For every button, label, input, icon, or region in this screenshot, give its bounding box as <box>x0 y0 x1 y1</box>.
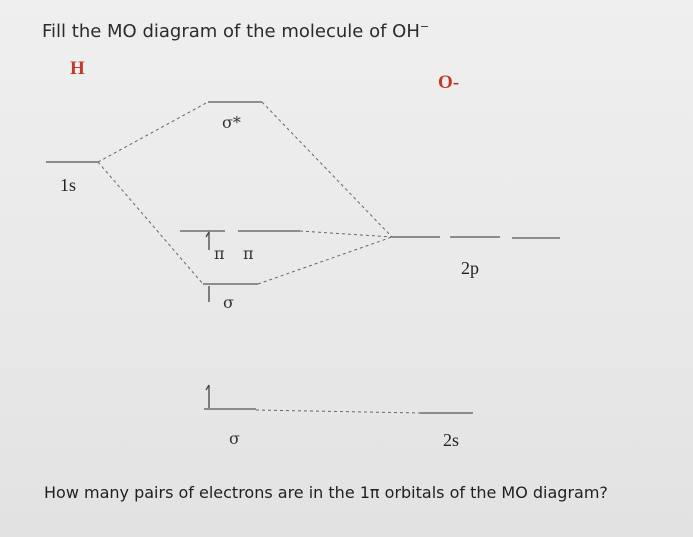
correlation-sigma2s-o2s <box>255 409 421 414</box>
h-1s-label: 1s <box>60 175 77 195</box>
correlation-sigma-star-o2p <box>261 101 393 238</box>
title-charge: − <box>419 20 430 33</box>
page-title: Fill the MO diagram of the molecule of O… <box>42 20 429 42</box>
electron-arrow-sigma-2s <box>205 384 210 408</box>
correlation-h1s-sigma <box>97 161 204 285</box>
pi-label-1: π <box>214 244 225 263</box>
o-2s-label: 2s <box>443 430 460 450</box>
question-text: How many pairs of electrons are in the 1… <box>44 483 608 502</box>
oxygen-anion-label: O- <box>438 72 460 93</box>
correlation-pi-o2p <box>299 230 393 238</box>
correlation-h1s-sigma-star <box>97 101 209 163</box>
hydrogen-atom-label: H <box>70 58 85 79</box>
sigma-star-label: σ* <box>222 113 241 132</box>
sigma-bonding-label: σ <box>223 293 234 312</box>
correlation-sigma-o2p <box>257 236 393 285</box>
o-2p-label: 2p <box>461 258 479 278</box>
sigma-2s-label: σ <box>229 429 240 448</box>
electron-arrow-pi <box>205 231 210 250</box>
title-text: Fill the MO diagram of the molecule of O… <box>42 21 420 42</box>
pi-label-2: π <box>243 244 254 263</box>
